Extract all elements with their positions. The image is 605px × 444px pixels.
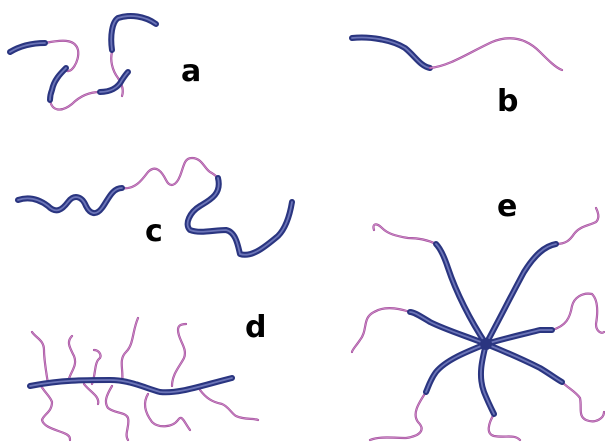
- soft-side-chain: [145, 394, 190, 430]
- panel-label-d: d: [245, 313, 266, 343]
- soft-arm-end-highlight: [352, 308, 410, 352]
- soft-arm-end: [352, 308, 410, 352]
- soft-arm-end-highlight: [370, 392, 426, 440]
- soft-block: [122, 158, 218, 188]
- soft-side-chain-highlight: [84, 384, 98, 404]
- soft-side-chain-highlight: [200, 390, 258, 420]
- panel-label-b: b: [497, 87, 518, 117]
- soft-side-chain: [200, 390, 258, 420]
- soft-side-chain: [40, 384, 70, 440]
- soft-arm-end: [556, 208, 598, 244]
- soft-side-chain-highlight: [32, 332, 48, 384]
- soft-side-chain: [106, 386, 129, 440]
- soft-side-chain: [122, 318, 138, 382]
- panel-label-e: e: [497, 192, 517, 222]
- soft-side-chain-highlight: [145, 394, 190, 430]
- hard-block: [111, 16, 156, 50]
- soft-arm-end-highlight: [562, 382, 604, 421]
- soft-arm-end: [370, 392, 426, 440]
- panel-b-diblock: [352, 37, 562, 70]
- panel-label-c: c: [145, 217, 163, 247]
- soft-block: [45, 41, 78, 71]
- panel-a-multiblock-chain: [10, 16, 156, 110]
- soft-block-highlight: [50, 92, 100, 110]
- soft-arm-end-highlight: [556, 208, 598, 244]
- soft-block-highlight: [430, 38, 562, 70]
- hard-block: [188, 178, 292, 255]
- hard-arm-highlight: [426, 344, 486, 392]
- panel-label-a: a: [181, 57, 201, 87]
- soft-arm-end: [373, 224, 436, 244]
- panel-e-star: [352, 208, 604, 440]
- hard-arm: [486, 344, 562, 382]
- star-core: [480, 338, 492, 350]
- hard-arm: [426, 344, 486, 392]
- hard-block: [50, 68, 66, 100]
- panel-d-graft-comb: [30, 318, 258, 440]
